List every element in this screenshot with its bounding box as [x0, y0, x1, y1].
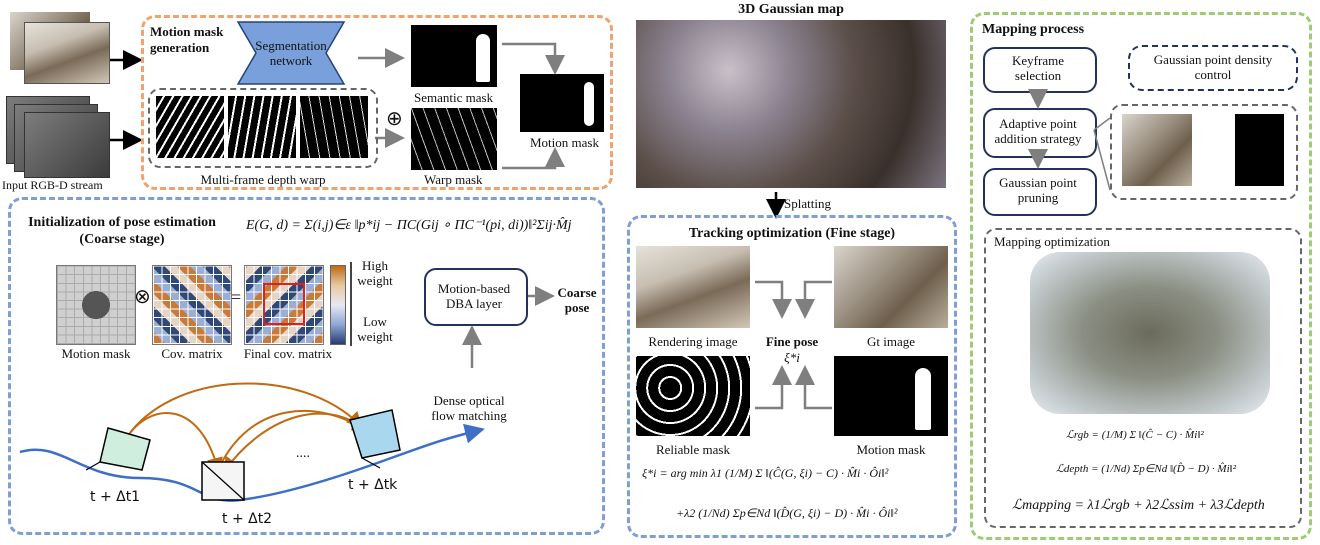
motion-mask-person — [584, 82, 594, 126]
rendering-image — [636, 246, 750, 328]
mapping-reconstruction-image — [1030, 252, 1270, 414]
keyframe-label: Keyframe selection — [1012, 53, 1064, 83]
final-cov-label: Final cov. matrix — [243, 346, 333, 361]
t2-label: t + Δt2 — [222, 511, 273, 527]
dba-layer-box — [424, 268, 528, 326]
cov-matrix-label: Cov. matrix — [161, 346, 223, 361]
weight-scale-line — [350, 262, 352, 346]
density-control-box — [1128, 45, 1298, 91]
adaptive-example-mask — [1214, 114, 1284, 186]
input-label: Input RGB-D stream — [2, 178, 103, 192]
pruning-box — [983, 168, 1097, 216]
reliable-label: Reliable mask — [655, 442, 730, 457]
multi-frame-warp-box — [148, 88, 378, 168]
motion-mask-grid — [56, 265, 136, 345]
density-control-label: Gaussian point density control — [1153, 52, 1273, 82]
warp-frame-1 — [156, 96, 224, 158]
equals-symbol: = — [231, 287, 242, 307]
fine-pose-label: Fine pose — [765, 334, 819, 349]
grid-motion-mask-label: Motion mask — [61, 346, 131, 361]
l-mapping-eq: ℒmapping = λ1ℒrgb + λ2ℒssim + λ3ℒdepth — [1012, 498, 1265, 513]
motion-mask-label: Motion mask — [530, 135, 599, 150]
mapping-arrows — [1028, 89, 1111, 191]
rendering-label: Rendering image — [648, 334, 738, 349]
warp-mask-label: Warp mask — [424, 172, 483, 187]
segmentation-label: Segmentation network — [255, 38, 327, 68]
multi-frame-label: Multi-frame depth warp — [200, 172, 326, 187]
mapping-opt-title: Mapping optimization — [994, 234, 1110, 249]
gt-label: Gt image — [866, 334, 915, 349]
pruning-label: Gaussian point pruning — [999, 175, 1077, 205]
segmentation-network — [236, 21, 346, 85]
tracking-motion-person — [915, 368, 931, 430]
mapping-panel — [970, 12, 1312, 540]
gaussian-map-title: 3D Gaussian map — [738, 2, 844, 17]
semantic-mask-person — [476, 34, 490, 82]
motion-mask-generation-panel — [141, 15, 613, 190]
coarse-pose-label: Coarse pose — [557, 285, 597, 315]
tracking-panel — [627, 215, 957, 538]
low-weight-label: Low weight — [357, 314, 393, 344]
depth-frame-front — [24, 112, 110, 178]
warp-frame-3 — [300, 96, 368, 158]
gt-image — [834, 246, 948, 328]
warp-mask-image — [411, 108, 497, 170]
motion-mask-gen-title: Motion mask generation — [150, 24, 224, 55]
tracking-eq1: ξ*i = arg min λ1 (1/M) Σ ‖(Ĉ(G, ξi) − C)… — [642, 466, 889, 480]
tracking-eq2: +λ2 (1/Nd) Σp∈Nd ‖(D̂(G, ξi) − D) · M̂i … — [676, 506, 898, 520]
energy-equation: E(G, d) = Σ(i,j)∈ε ‖p*ij − ΠC(Gij ∘ ΠC⁻¹… — [246, 218, 572, 233]
tk-label: t + Δtk — [348, 477, 398, 493]
tracking-arrows — [755, 280, 832, 410]
orange-arrows — [358, 42, 565, 170]
mapping-title: Mapping process — [982, 22, 1085, 37]
tracking-motion-label: Motion mask — [856, 442, 926, 457]
coarse-stage-panel — [8, 197, 605, 535]
gaussian-map-image — [636, 20, 946, 188]
adaptive-example-box — [1110, 104, 1298, 200]
adaptive-label: Adaptive point addition strategy — [994, 116, 1082, 146]
dots-label: .... — [296, 446, 310, 461]
high-weight-label: High weight — [357, 258, 393, 288]
final-cov-highlight — [263, 283, 305, 325]
splatting-arrow — [766, 192, 786, 219]
dba-layer-label: Motion-based DBA layer — [437, 281, 511, 311]
t1-label: t + Δt1 — [90, 489, 141, 505]
weight-colorbar — [330, 265, 346, 345]
adaptive-example-rgb — [1122, 114, 1192, 186]
oplus-symbol: ⊕ — [386, 108, 403, 130]
reliable-mask-image — [636, 356, 750, 436]
tracking-title: Tracking optimization (Fine stage) — [688, 226, 896, 241]
dense-flow-label: Dense optical flow matching — [431, 393, 507, 423]
warp-frame-2 — [228, 96, 296, 158]
splatting-label: Splatting — [784, 196, 831, 211]
final-cov-grid — [244, 265, 324, 345]
coarse-arrows — [19, 286, 555, 502]
coarse-title: Initialization of pose estimation (Coars… — [28, 215, 216, 247]
xi-label: ξ*i — [784, 350, 800, 365]
mapping-optimization-box — [984, 228, 1302, 528]
semantic-mask-label: Semantic mask — [414, 90, 494, 105]
l-depth-eq: ℒdepth = (1/Nd) Σp∈Nd ‖(D̂ − D) · M̂i‖² — [1056, 463, 1237, 475]
otimes-symbol: ⊗ — [134, 286, 151, 308]
l-rgb-eq: ℒrgb = (1/M) Σ ‖(Ĉ − C) · M̂i‖² — [1066, 429, 1204, 441]
cov-matrix-grid — [152, 265, 232, 345]
rgb-frame-front — [24, 22, 110, 84]
